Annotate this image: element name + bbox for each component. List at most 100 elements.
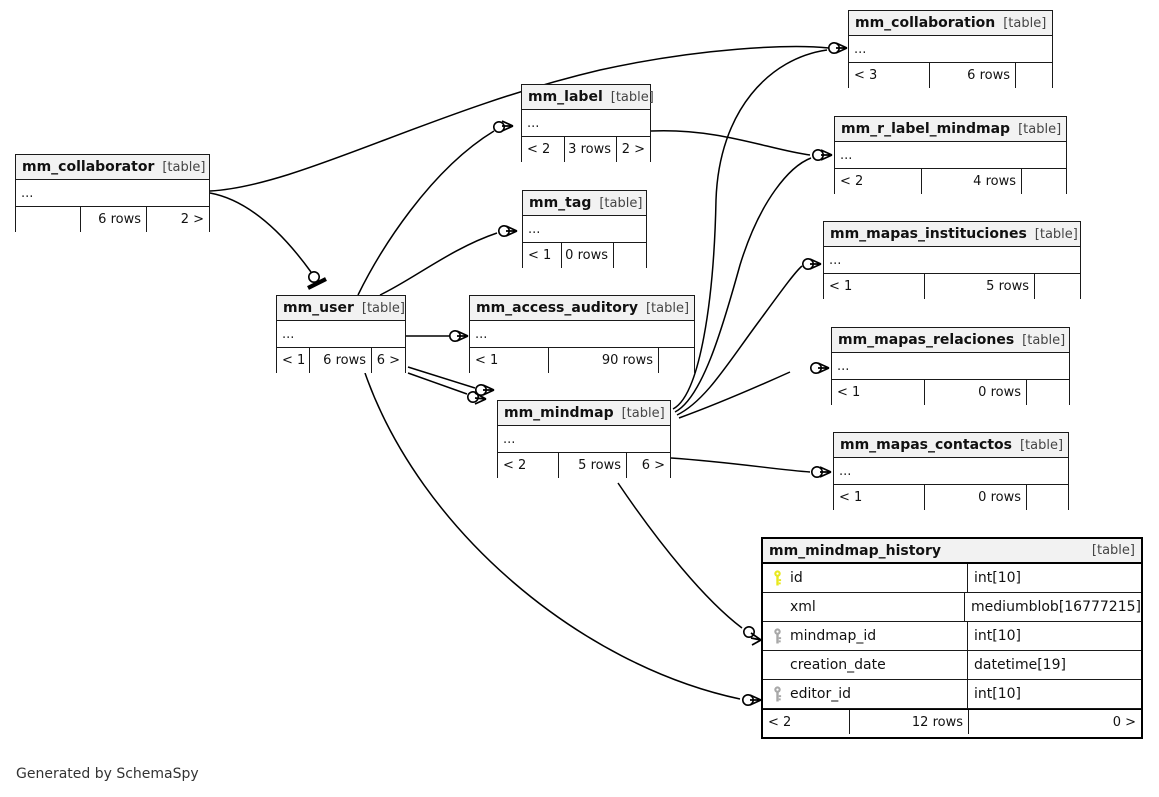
footer-parent-count (16, 207, 80, 232)
collapsed-columns-row[interactable]: ... (523, 216, 646, 243)
table-type-label: [table] (1018, 121, 1062, 137)
footer-parent-count: < 1 (837, 385, 861, 400)
column-type: int[10] (974, 570, 1021, 586)
table-title: mm_mapas_contactos (840, 437, 1012, 453)
column-name-cell: editor_id (763, 680, 968, 708)
table-type-label: [table] (599, 195, 643, 211)
footer-row-count: 6 rows (309, 348, 371, 373)
table-header: mm_collaborator [table] (16, 155, 209, 180)
column-type: datetime[19] (974, 657, 1066, 673)
edge-mindmap-mapas-contactos (670, 457, 811, 473)
column-name: mindmap_id (790, 628, 877, 644)
footer-parent-count: < 2 (840, 174, 864, 189)
collapsed-columns-row[interactable]: ... (522, 110, 650, 137)
collapsed-columns-row[interactable]: ... (832, 353, 1069, 380)
footer-parent-count: < 1 (839, 490, 863, 505)
table-header: mm_mapas_contactos [table] (834, 433, 1068, 458)
table-header: mm_tag [table] (523, 191, 646, 216)
foreign-key-icon (769, 685, 786, 703)
footer-child-count (1026, 380, 1069, 405)
column-name: editor_id (790, 686, 851, 702)
collapsed-columns-row[interactable]: ... (835, 142, 1066, 169)
table-node-mm_r_label_mindmap[interactable]: mm_r_label_mindmap[table]... < 2 4 rows (834, 116, 1067, 194)
footer-row-count: 12 rows (849, 710, 968, 734)
footer-row-count: 6 rows (80, 207, 146, 232)
table-header: mm_access_auditory [table] (470, 296, 694, 321)
edge-mindmap-history-mindmap (617, 482, 743, 629)
table-footer: < 1 0 rows (832, 380, 1069, 405)
footer-child-count (658, 348, 694, 373)
collapsed-columns-row[interactable]: ... (498, 426, 670, 453)
collapsed-columns-row[interactable]: ... (834, 458, 1068, 485)
collapsed-columns-row[interactable]: ... (824, 247, 1080, 274)
footer-parent-count: < 1 (282, 353, 306, 368)
table-type-label: [table] (610, 89, 654, 105)
table-header: mm_r_label_mindmap[table] (835, 117, 1066, 142)
footer-row-count: 5 rows (558, 453, 626, 478)
table-header: mm_collaboration[table] (849, 11, 1052, 36)
table-header: mm_mindmap_history [table] (763, 539, 1141, 564)
table-type-label: [table] (361, 300, 405, 316)
table-title: mm_tag (529, 195, 592, 211)
table-title: mm_mindmap (504, 405, 614, 421)
footer-child-count (1034, 274, 1080, 299)
table-type-label: [table] (162, 159, 206, 175)
column-name-cell: creation_date (763, 651, 968, 679)
footer-row-count: 4 rows (921, 169, 1021, 194)
edge-user-mindmap-b (407, 372, 468, 395)
footer-parent-count: < 1 (475, 353, 499, 368)
footer-child-count: 0 > (968, 710, 1141, 734)
footer-row-count: 3 rows (564, 137, 616, 162)
edge-mindmap-collaboration (672, 49, 828, 410)
footer-child-count: 2 > (616, 137, 650, 162)
table-type-label: [table] (645, 300, 690, 316)
table-type-label: [table] (1003, 15, 1047, 31)
edge-label-r-label-mindmap (650, 129, 811, 156)
table-title: mm_access_auditory (476, 300, 638, 316)
edge-user-tag (379, 232, 498, 296)
table-type-label: [table] (621, 405, 665, 421)
foreign-key-icon (769, 627, 786, 645)
primary-key-icon (769, 569, 786, 587)
generated-by-note: Generated by SchemaSpy (16, 766, 199, 782)
table-header: mm_user[table] (277, 296, 405, 321)
table-type-label: [table] (1091, 543, 1135, 558)
collapsed-columns-row[interactable]: ... (16, 180, 209, 207)
collapsed-columns-row[interactable]: ... (277, 321, 405, 348)
column-row[interactable]: creation_date datetime[19] (763, 651, 1141, 680)
footer-row-count: 0 rows (924, 380, 1026, 405)
footer-child-count: 6 > (626, 453, 670, 478)
footer-parent-count: < 2 (503, 458, 527, 473)
footer-child-count (1021, 169, 1066, 194)
table-header: mm_mindmap [table] (498, 401, 670, 426)
collapsed-columns-row[interactable]: ... (849, 36, 1052, 63)
table-title: mm_mapas_relaciones (838, 332, 1015, 348)
footer-parent-count: < 2 (768, 714, 792, 730)
footer-row-count: 0 rows (561, 243, 613, 268)
table-title: mm_collaborator (22, 159, 155, 175)
footer-child-count (613, 243, 646, 268)
edge-collaborator-user (209, 192, 312, 273)
edge-mindmap-mapas-relaciones (678, 371, 791, 419)
collapsed-columns-row[interactable]: ... (470, 321, 694, 348)
table-type-label: [table] (1019, 437, 1064, 453)
